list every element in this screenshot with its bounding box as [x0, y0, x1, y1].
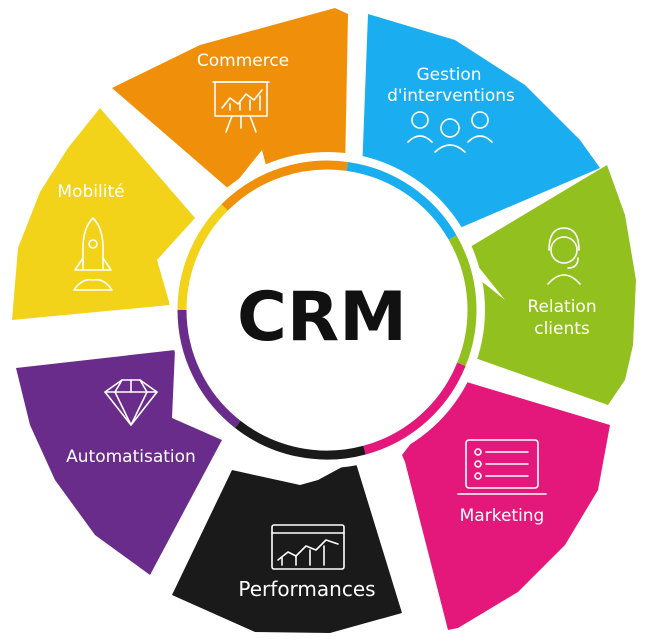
laptop-checklist-icon — [457, 439, 547, 495]
ring-arc-marketing — [363, 362, 466, 455]
dashboard-graph-icon — [271, 524, 345, 570]
label-gestion-line1: Gestion — [416, 65, 481, 85]
presentation-chart-icon — [212, 81, 270, 133]
ring-arc-gestion — [346, 161, 457, 240]
segment-labels: Commerce Gestion d'interventions Relatio… — [57, 51, 596, 601]
label-mobilite: Mobilité — [57, 182, 124, 202]
segment-mobilite — [12, 108, 195, 320]
inner-disc-face — [185, 168, 469, 452]
label-commerce: Commerce — [197, 51, 289, 71]
label-automatisation: Automatisation — [66, 447, 196, 467]
label-marketing: Marketing — [460, 506, 545, 526]
headset-agent-icon — [547, 227, 581, 285]
label-performances: Performances — [238, 577, 375, 601]
team-people-icon — [407, 111, 493, 153]
ring-arc-relation — [448, 235, 477, 366]
label-gestion-line2: d'interventions — [387, 86, 515, 106]
inner-ring — [169, 152, 485, 468]
segment-gestion — [362, 14, 600, 230]
rocket-icon — [73, 217, 113, 291]
segment-marketing — [402, 380, 610, 630]
ring-arc-automatisation — [177, 309, 241, 428]
ring-arc-commerce — [221, 160, 348, 211]
segments-group — [12, 8, 636, 633]
segment-relation — [465, 165, 636, 405]
diamond-icon — [104, 379, 158, 426]
ring-arc-performances — [234, 420, 366, 460]
ring-arc-mobilite — [177, 204, 228, 311]
label-relation-line2: clients — [534, 319, 590, 339]
label-relation-line1: Relation — [527, 297, 596, 317]
center-label: CRM — [237, 278, 407, 357]
segment-automatisation — [16, 350, 222, 575]
segment-performances — [172, 460, 402, 633]
